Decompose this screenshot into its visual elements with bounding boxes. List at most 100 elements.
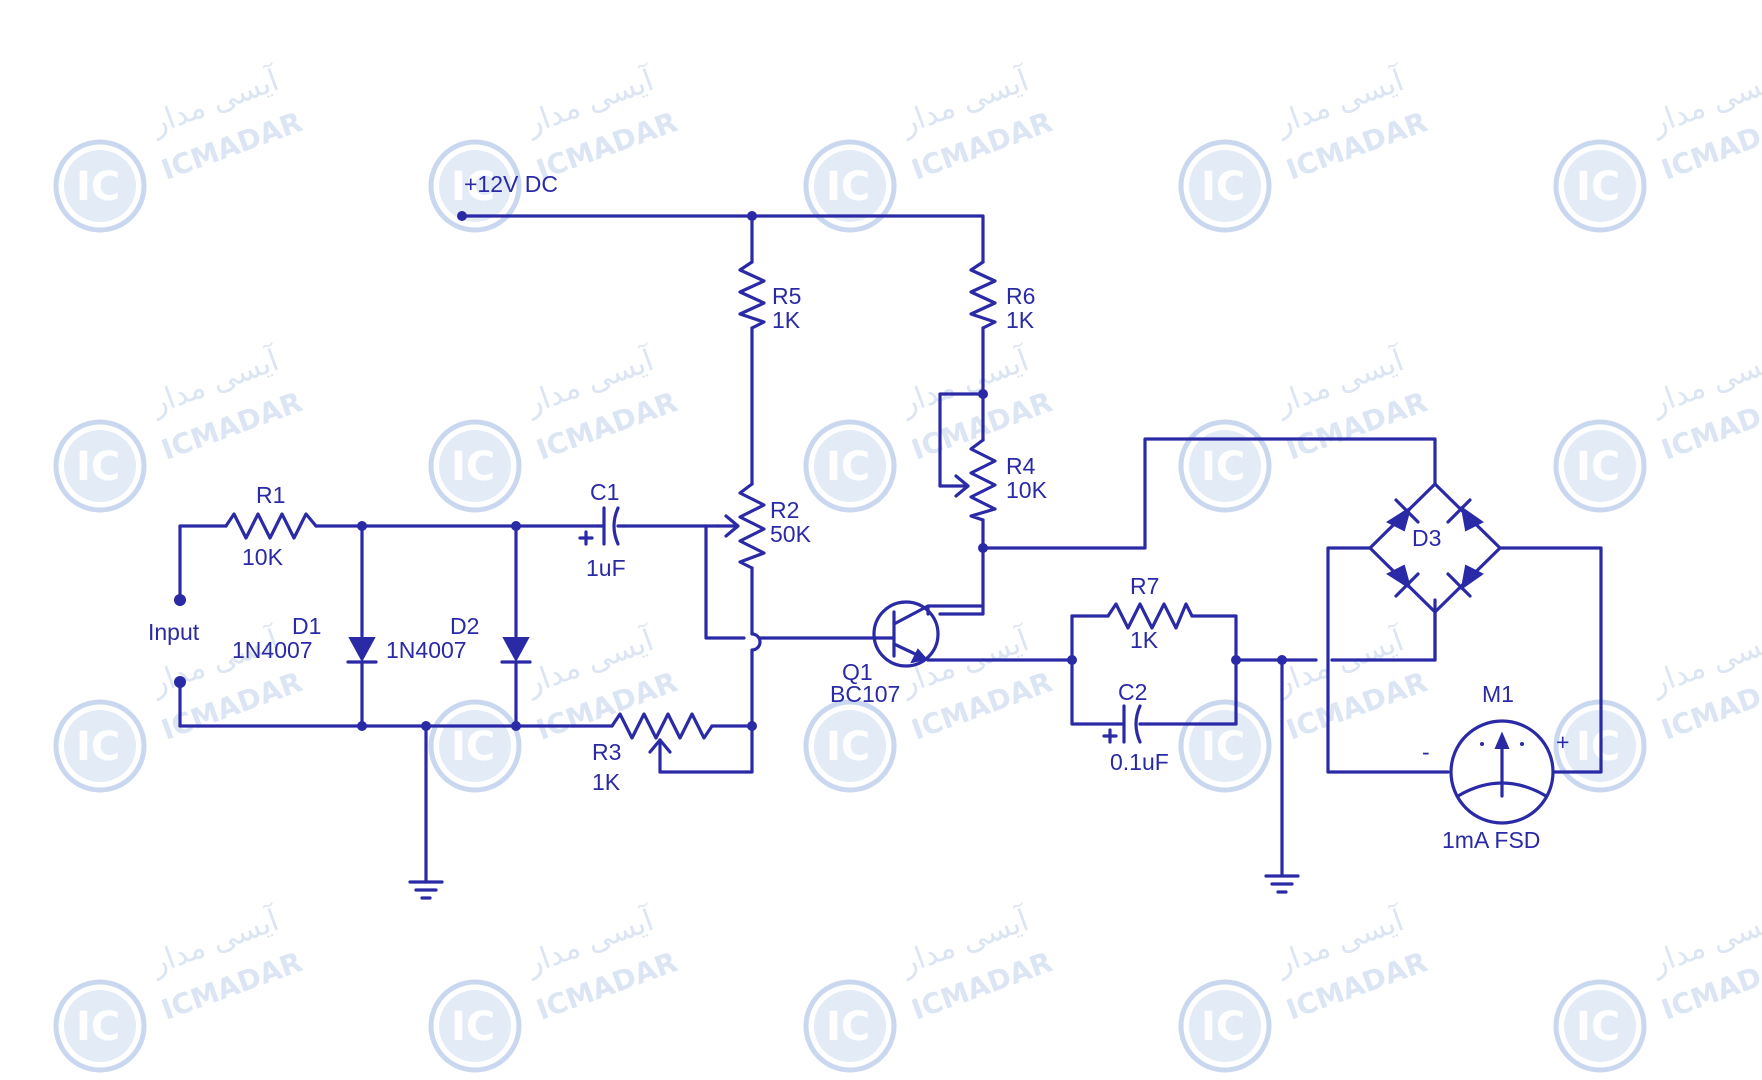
wire-bridge-left — [1326, 546, 1450, 774]
d1-value: 1N4007 — [232, 637, 313, 663]
meter-needle-arrow — [1494, 731, 1510, 749]
bridge-diode-bl — [1385, 564, 1412, 591]
q1-emitter — [892, 642, 934, 662]
meter-tick — [1520, 742, 1524, 746]
svg-text:IC: IC — [451, 164, 495, 210]
bridge-d3 — [1368, 482, 1502, 662]
r1-ref: R1 — [256, 482, 285, 508]
resistor-r4 — [969, 438, 997, 522]
junction-dot — [357, 521, 367, 531]
svg-text:IC: IC — [76, 164, 120, 210]
junction-dot — [978, 543, 988, 553]
wire-r4-bottom — [938, 518, 985, 616]
wire-r2-bottom — [750, 566, 762, 728]
m1-minus: - — [1422, 739, 1430, 765]
resistor-r7 — [1106, 602, 1194, 630]
svg-text:IC: IC — [451, 724, 495, 770]
wire-input-bottom — [178, 680, 614, 728]
meter-tick — [1480, 742, 1484, 746]
wire-input-top — [178, 524, 228, 602]
junction-dot — [421, 721, 431, 731]
ground-right — [1264, 874, 1300, 894]
resistor-r6 — [969, 260, 997, 330]
svg-text:IC: IC — [76, 724, 120, 770]
q1-ref: Q1 — [842, 659, 873, 685]
supply-rail — [460, 214, 985, 264]
d3-ref: D3 — [1412, 525, 1441, 551]
svg-text:IC: IC — [1201, 444, 1245, 490]
r7-value: 1K — [1130, 627, 1159, 653]
c1-value: 1uF — [586, 555, 626, 581]
r6-value: 1K — [1006, 307, 1035, 333]
d2-value: 1N4007 — [386, 637, 467, 663]
resistors — [224, 260, 1194, 754]
bridge-diode-br-bar — [1446, 572, 1472, 598]
svg-text:IC: IC — [1576, 724, 1620, 770]
junction-dot — [1067, 655, 1077, 665]
svg-text:IC: IC — [76, 444, 120, 490]
r5-value: 1K — [772, 307, 801, 333]
r2-ref: R2 — [770, 497, 799, 523]
wire-to-bridge-top — [981, 437, 1437, 550]
svg-text:IC: IC — [1201, 164, 1245, 210]
svg-text:IC: IC — [826, 164, 870, 210]
grounds — [408, 874, 1300, 900]
svg-text:IC: IC — [826, 444, 870, 490]
diode-d2 — [502, 637, 530, 663]
q1-value: BC107 — [830, 681, 900, 707]
m1-plus: + — [1556, 729, 1569, 755]
meter-m1 — [1449, 719, 1555, 825]
r2-value: 50K — [770, 521, 812, 547]
c1-plus-sign — [578, 530, 594, 546]
wire-bridge-right — [1498, 546, 1603, 774]
svg-text:IC: IC — [1201, 1004, 1245, 1050]
junctions — [174, 211, 1287, 731]
svg-text:IC: IC — [1576, 1004, 1620, 1050]
resistor-r1 — [224, 512, 318, 540]
labels: +12V DC Input R1 10K R5 1K R2 50K R6 1K … — [148, 171, 1569, 853]
c1-ref: C1 — [590, 479, 619, 505]
r5-ref: R5 — [772, 283, 801, 309]
r3-wiper-arrow — [648, 738, 672, 754]
ground-left — [408, 880, 444, 900]
input-terminal-top — [174, 594, 186, 606]
junction-dot — [511, 721, 521, 731]
bridge-diode-tr — [1460, 505, 1484, 532]
wire-to-base — [704, 524, 878, 640]
junction-dot — [357, 721, 367, 731]
diode-d1 — [348, 637, 376, 663]
r6-ref: R6 — [1006, 283, 1035, 309]
junction-dot — [1231, 655, 1241, 665]
m1-ref: M1 — [1482, 681, 1514, 707]
c2-plus-sign — [1102, 728, 1118, 744]
resistor-r3 — [610, 712, 714, 740]
wires — [178, 214, 1603, 884]
r4-value: 10K — [1006, 477, 1048, 503]
resistor-r2 — [738, 482, 766, 570]
q1-emitter-arrow — [910, 648, 928, 664]
c2-ref: C2 — [1118, 679, 1147, 705]
svg-text:IC: IC — [1576, 164, 1620, 210]
diodes — [346, 637, 532, 664]
bridge-diode-tr-bar — [1446, 498, 1472, 524]
svg-text:IC: IC — [1576, 444, 1620, 490]
junction-dot — [457, 211, 467, 221]
input-terminal-bottom — [174, 676, 186, 688]
junction-dot — [747, 211, 757, 221]
d2-ref: D2 — [450, 613, 479, 639]
q1-body — [872, 600, 940, 668]
r4-ref: R4 — [1006, 453, 1036, 479]
junction-dot — [978, 389, 988, 399]
